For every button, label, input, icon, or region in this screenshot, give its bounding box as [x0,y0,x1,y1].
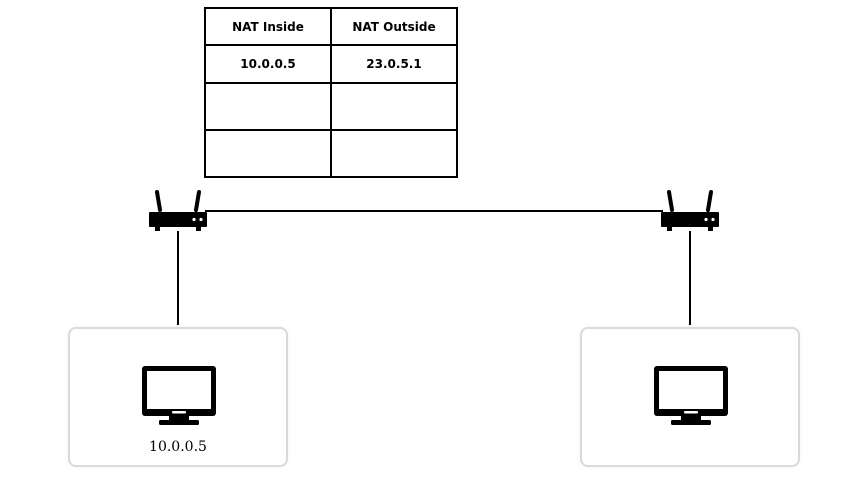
nat-table: NAT Inside NAT Outside 10.0.0.5 23.0.5.1 [204,7,458,178]
table-row [204,82,458,131]
nat-outside-cell [330,82,458,131]
host-right [580,327,800,467]
nat-outside-cell: 23.0.5.1 [330,44,458,84]
nat-inside-cell [204,82,332,131]
host-ip-label: 10.0.0.5 [149,439,207,455]
nat-outside-cell [330,129,458,178]
nat-inside-cell: 10.0.0.5 [204,44,332,84]
router-icon [149,190,207,231]
router-icon [661,190,719,231]
table-row: 10.0.0.5 23.0.5.1 [204,44,458,84]
host-left: 10.0.0.5 [68,327,288,467]
nat-table-header-row: NAT Inside NAT Outside [204,7,458,46]
nat-inside-header: NAT Inside [204,7,332,46]
nat-outside-header: NAT Outside [330,7,458,46]
monitor-icon [142,366,216,425]
monitor-icon [654,366,728,425]
router-left [146,190,210,238]
table-row [204,129,458,178]
nat-inside-cell [204,129,332,178]
router-right [658,190,722,238]
